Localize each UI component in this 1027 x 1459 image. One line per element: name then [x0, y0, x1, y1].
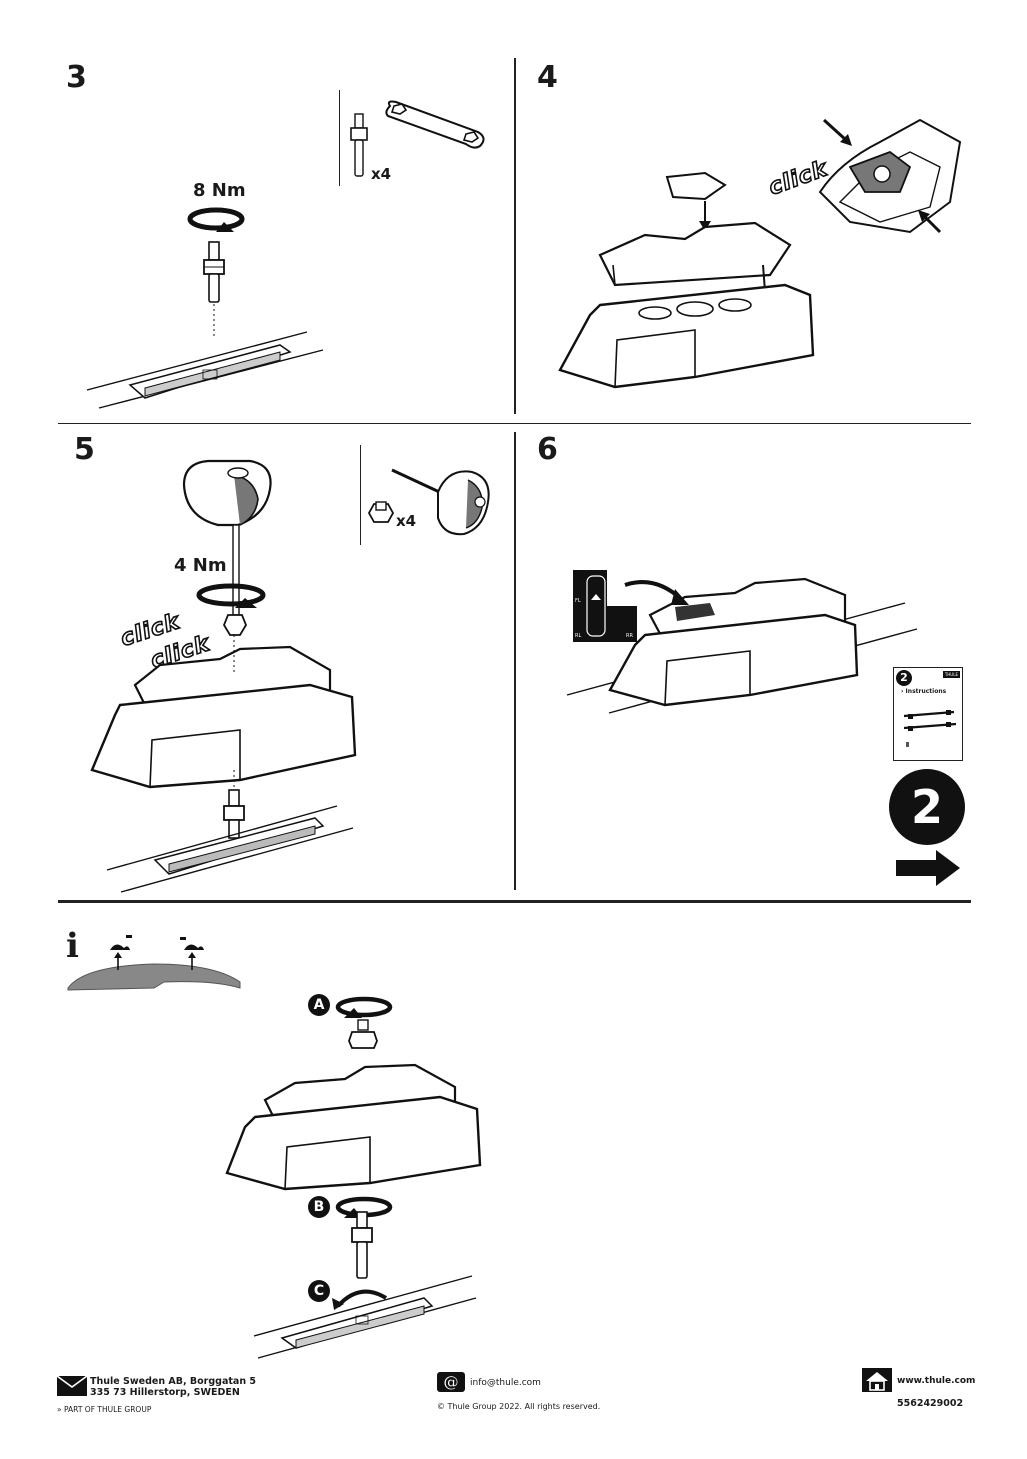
- at-sign-icon: @: [437, 1372, 465, 1392]
- curved-arrow-icon: [332, 1289, 388, 1310]
- nut-icon: [367, 501, 395, 523]
- roof-rail-icon: [253, 1275, 477, 1359]
- torque-label: 4 Nm: [174, 555, 227, 576]
- roof-rail-icon: [86, 331, 324, 409]
- torque-key-icon: [182, 459, 272, 616]
- step-number: 5: [74, 432, 95, 467]
- next-step-badge: 2: [889, 769, 965, 845]
- website-link[interactable]: www.thule.com: [897, 1376, 976, 1386]
- email-link[interactable]: info@thule.com: [470, 1378, 541, 1388]
- torque-label: 8 Nm: [193, 180, 246, 201]
- car-position-icon: [573, 570, 637, 642]
- address-line-2: 335 73 Hillerstorp, SWEDEN: [90, 1387, 240, 1398]
- divider-vertical-bottom: [514, 432, 516, 890]
- arrow-right-icon: [896, 850, 960, 886]
- step-letter-c: C: [308, 1280, 330, 1302]
- divider-horizontal-bottom: [58, 900, 971, 903]
- chevron-right-icon: »: [57, 1405, 64, 1414]
- envelope-icon: [56, 1375, 88, 1396]
- parts-divider: [360, 445, 362, 545]
- position-label: RR: [626, 633, 633, 639]
- rotate-arrow-icon: [187, 207, 245, 232]
- house-icon: [862, 1368, 892, 1392]
- booklet-brand: THULE: [942, 671, 960, 678]
- document-number: 5562429002: [897, 1398, 964, 1409]
- bolt-icon: [223, 770, 245, 839]
- foot-on-rail-icon: [566, 577, 918, 714]
- info-icon: i: [66, 926, 79, 966]
- step-number: 3: [66, 60, 87, 95]
- wrench-icon: [385, 100, 485, 149]
- bolt-icon: [203, 241, 225, 338]
- step-number: 6: [537, 432, 558, 467]
- copyright: © Thule Group 2022. All rights reserved.: [437, 1402, 601, 1411]
- rotate-arrow-icon: [335, 996, 393, 1018]
- address-line-1: Thule Sweden AB, Borggatan 5: [90, 1376, 256, 1387]
- foot-icon: [225, 1063, 482, 1191]
- parts-divider: [339, 90, 341, 186]
- nut-icon: [348, 1019, 378, 1049]
- group-text: PART OF THULE GROUP: [63, 1405, 152, 1414]
- foot-icon: [90, 614, 357, 789]
- roof-bars-icon: [903, 710, 957, 747]
- step-number: 4: [537, 60, 558, 95]
- bolt-small-icon: [350, 113, 368, 177]
- group-label: » PART OF THULE GROUP: [57, 1405, 151, 1414]
- position-label: FL: [575, 598, 581, 604]
- booklet-number: 2: [896, 670, 912, 686]
- quantity-label: x4: [396, 512, 417, 530]
- quantity-label: x4: [371, 165, 392, 183]
- click-detail-icon: [818, 118, 962, 234]
- bolt-icon: [351, 1211, 373, 1279]
- rotate-arrow-icon: [196, 583, 266, 608]
- divider-vertical-top: [514, 58, 516, 414]
- step-letter-a: A: [308, 994, 330, 1016]
- divider-horizontal-middle: [58, 423, 971, 425]
- booklet-label: › Instructions: [901, 688, 947, 695]
- foot-assembly-icon: [558, 171, 815, 389]
- instructions-booklet: 2 THULE › Instructions: [893, 667, 963, 761]
- roof-rail-icon: [106, 805, 354, 893]
- step-letter-b: B: [308, 1196, 330, 1218]
- position-label: RL: [575, 633, 582, 639]
- roof-arch-icon: [67, 935, 241, 991]
- torque-key-small-icon: [391, 468, 490, 536]
